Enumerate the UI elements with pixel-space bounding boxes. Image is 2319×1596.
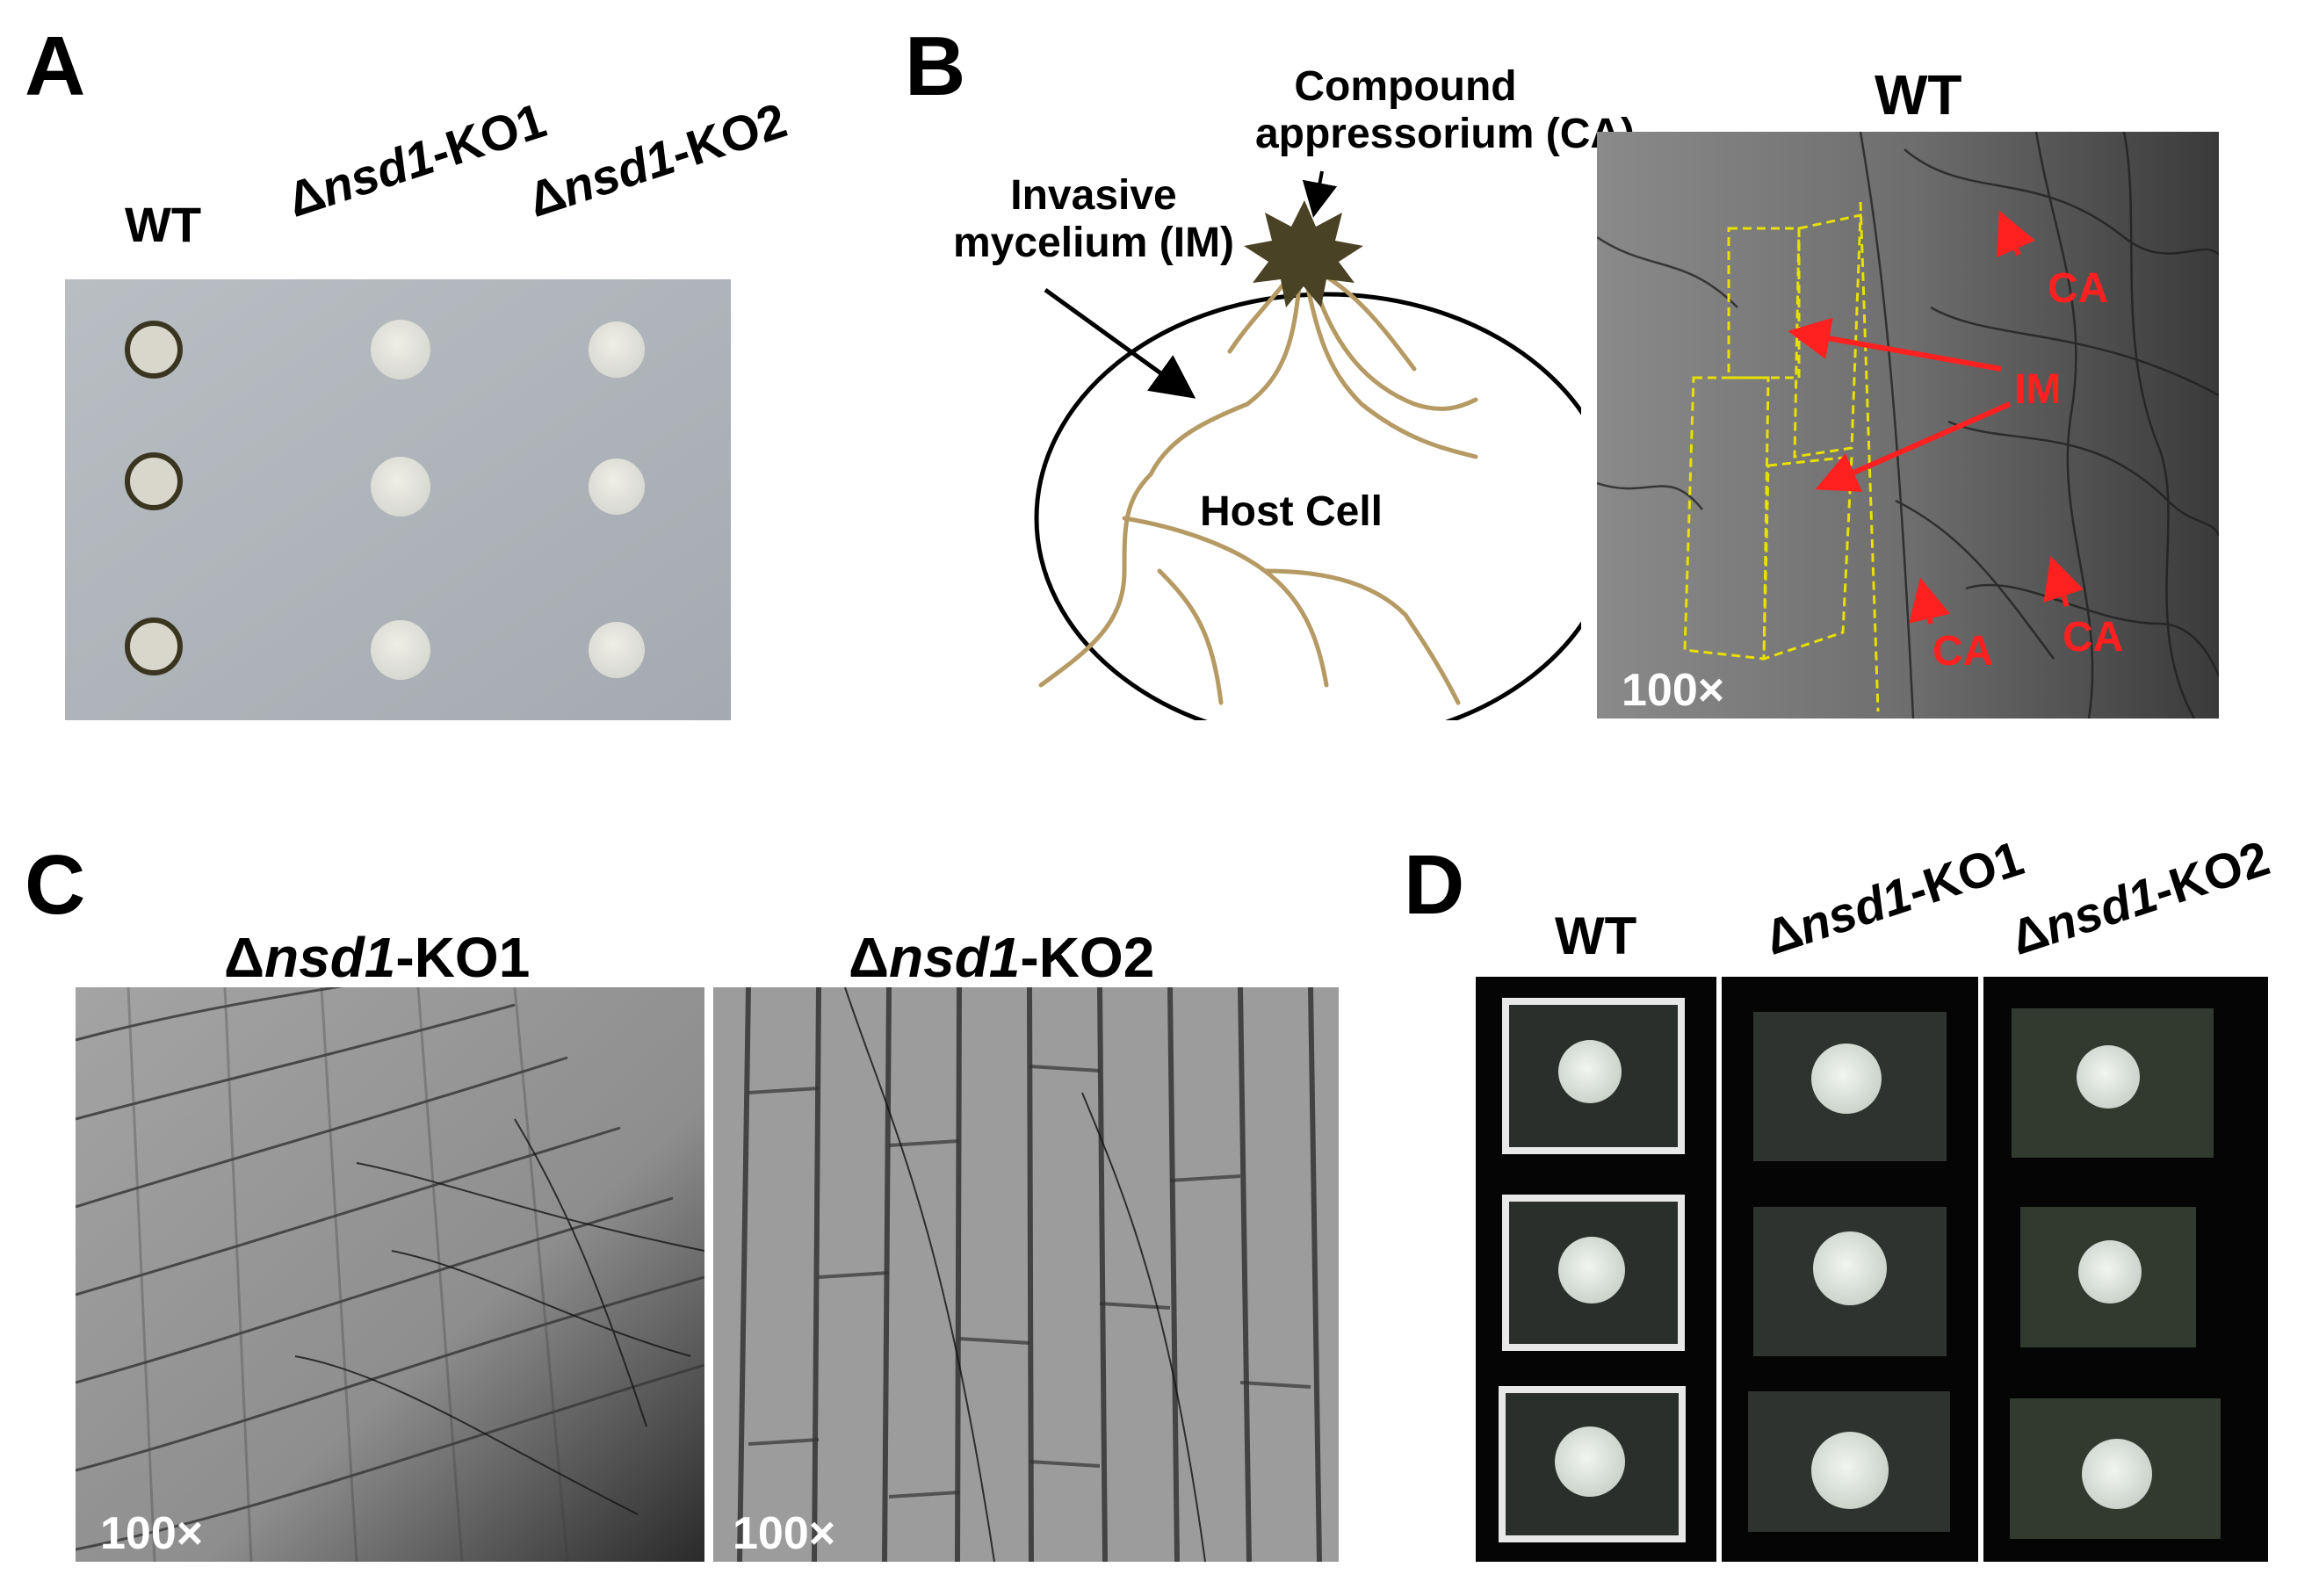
panel-b-letter: B (905, 19, 966, 113)
panel-c-ko2-magnification: 100× (733, 1508, 836, 1559)
panel-c-label-ko2: Δnsd1-KO2 (849, 926, 1155, 989)
panel-b-magnification: 100× (1622, 665, 1725, 716)
invasive-hyphae (1038, 270, 1478, 705)
wt-colony (125, 321, 183, 675)
ca-label-top: CA (2048, 265, 2109, 312)
infection-diagram (1034, 170, 1581, 720)
panel-a-letter: A (25, 19, 86, 113)
ca-label-bottom-left: CA (1932, 628, 1994, 675)
panel-a-label-ko1: Δnsd1-KO1 (280, 91, 553, 227)
panel-c-ko1-magnification: 100× (100, 1508, 204, 1559)
panel-a-agar-plate-photo (65, 279, 731, 720)
label-host-cell: Host Cell (1199, 488, 1383, 535)
panel-c-letter: C (25, 838, 86, 932)
panel-d-label-ko1: Δnsd1-KO1 (1758, 829, 2030, 965)
panel-a-label-wt: WT (125, 197, 202, 252)
label-compound-appressorium: Compound appressorium (CA) (1254, 63, 1636, 157)
panel-c-label-ko1: Δnsd1-KO1 (224, 926, 531, 989)
compound-appressorium-shape (1244, 200, 1363, 307)
panel-d-label-wt: WT (1555, 906, 1637, 965)
host-cell-outline (1034, 292, 1581, 720)
ca-label-bottom-right: CA (2063, 614, 2124, 661)
panel-d-leaf-photos (1476, 977, 2268, 1562)
label-invasive-mycelium: Invasive mycelium (IM) (952, 172, 1235, 266)
panel-d-label-ko2: Δnsd1-KO2 (2004, 829, 2276, 965)
panel-c-ko2-micrograph: 100× (713, 987, 1339, 1562)
panel-a-label-ko2: Δnsd1-KO2 (521, 91, 793, 227)
panel-c-ko1-micrograph: 100× (76, 987, 704, 1562)
panel-b-micrograph-title: WT (1875, 63, 1962, 126)
panel-d-letter: D (1404, 838, 1465, 932)
panel-b-wt-micrograph: CA IM CA CA 100× (1597, 132, 2219, 719)
im-label: IM (2014, 366, 2062, 413)
